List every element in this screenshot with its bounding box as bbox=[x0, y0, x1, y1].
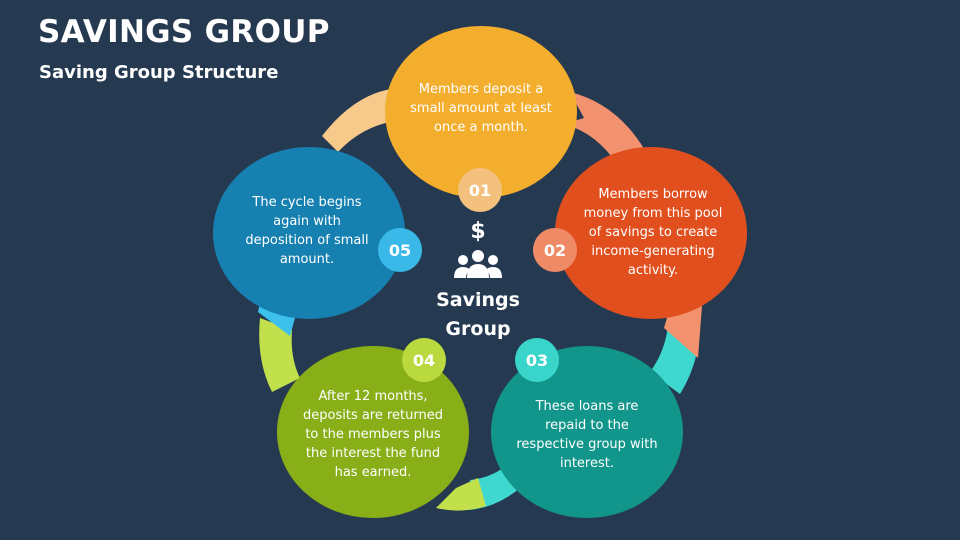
step-circle-4 bbox=[277, 346, 469, 518]
step-badge-1 bbox=[458, 168, 502, 212]
step-circle-5 bbox=[213, 147, 405, 319]
step-text-2: Members borrow money from this pool of s… bbox=[583, 186, 723, 278]
step-badge-4 bbox=[402, 338, 446, 382]
step-number-5: 05 bbox=[388, 240, 412, 260]
step-number-1: 01 bbox=[468, 180, 492, 200]
step-circle-1 bbox=[385, 26, 577, 198]
arrow-5-to-1 bbox=[322, 88, 402, 152]
page-title: SAVINGS GROUP bbox=[38, 14, 330, 50]
step-number-2: 02 bbox=[543, 240, 567, 260]
center-label: Savings Group bbox=[436, 289, 520, 340]
step-text-5: The cycle begins again with deposition o… bbox=[245, 195, 369, 267]
step-text-1: Members deposit a small amount at least … bbox=[410, 81, 552, 135]
step-badge-5 bbox=[378, 228, 422, 272]
svg-text:$: $ bbox=[470, 219, 485, 244]
step-badge-2 bbox=[533, 228, 577, 272]
step-circle-2 bbox=[555, 147, 747, 319]
page-subtitle: Saving Group Structure bbox=[39, 62, 279, 83]
arrow-3-to-4-head bbox=[436, 478, 486, 511]
step-number-4: 04 bbox=[412, 350, 436, 370]
dollar-people-icon: $ bbox=[454, 219, 502, 278]
arrow-4-to-5 bbox=[259, 318, 300, 392]
step-circle-3 bbox=[491, 346, 683, 518]
step-number-3: 03 bbox=[525, 350, 549, 370]
step-badge-3 bbox=[515, 338, 559, 382]
step-text-4: After 12 months, deposits are returned t… bbox=[303, 388, 443, 480]
step-text-3: These loans are repaid to the respective… bbox=[516, 399, 658, 471]
